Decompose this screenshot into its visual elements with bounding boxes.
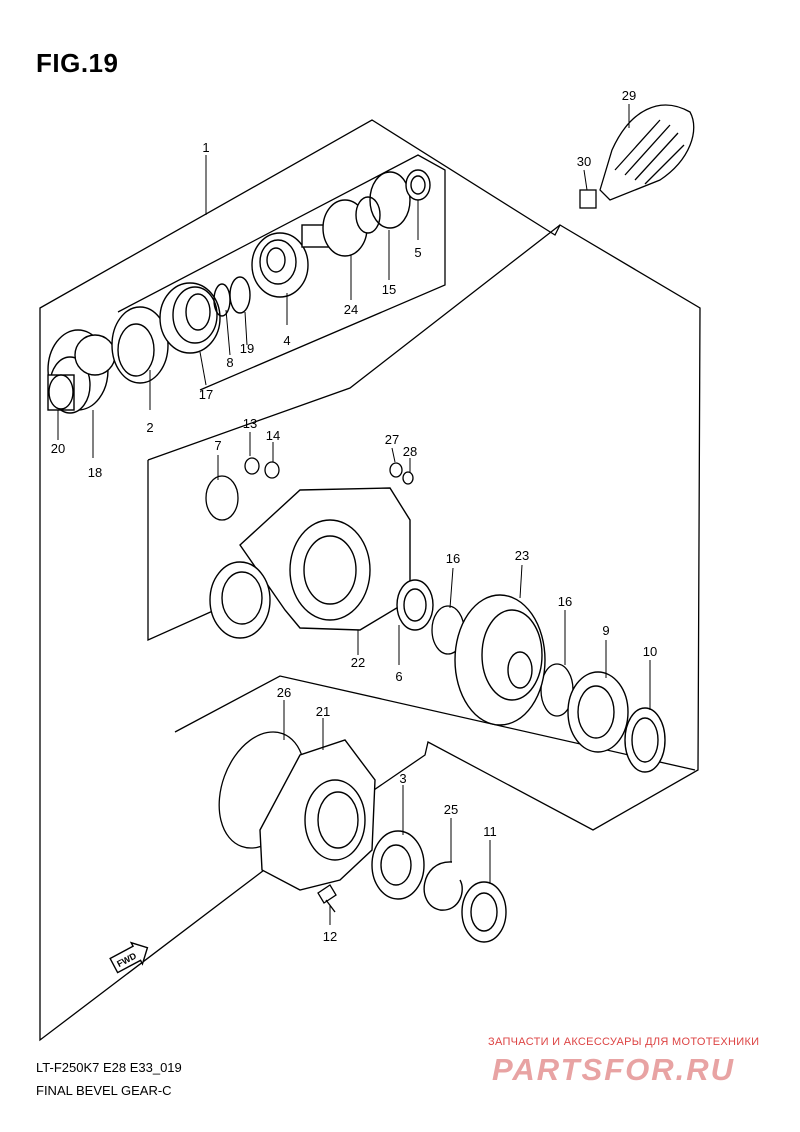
- pinion-group-box: [117, 154, 446, 391]
- bearing-part-6: [396, 579, 434, 631]
- callout-24: 24: [344, 302, 358, 317]
- callout-6: 6: [395, 669, 402, 684]
- model-code: LT-F250K7 E28 E33_019: [36, 1060, 182, 1075]
- gear-group-box: [147, 224, 561, 461]
- callout-20: 20: [51, 441, 65, 456]
- callout-19: 19: [240, 341, 254, 356]
- bearing-part-4: [251, 232, 309, 298]
- watermark-logo: PARTSFOR.RU: [492, 1052, 736, 1087]
- bearing-part-5: [405, 169, 431, 201]
- callout-1: 1: [202, 140, 209, 155]
- callout-21: 21: [316, 704, 330, 719]
- boot-part-29: [599, 104, 695, 201]
- callout-30: 30: [577, 154, 591, 169]
- callout-2: 2: [146, 420, 153, 435]
- callout-22: 22: [351, 655, 365, 670]
- callout-26: 26: [277, 685, 291, 700]
- circlip-part-25: [423, 861, 463, 911]
- callout-7: 7: [214, 438, 221, 453]
- callout-13: 13: [243, 416, 257, 431]
- callout-8: 8: [226, 355, 233, 370]
- fitting-part-30: [579, 189, 597, 209]
- callout-17: 17: [199, 387, 213, 402]
- callout-3: 3: [399, 771, 406, 786]
- callout-27: 27: [385, 432, 399, 447]
- bevel-gear-part-23: [454, 594, 546, 726]
- ring-part-15: [369, 171, 411, 229]
- callout-25: 25: [444, 802, 458, 817]
- figure-title: FIG.19: [36, 48, 119, 78]
- seal-part-10: [624, 707, 666, 773]
- part-group-name: FINAL BEVEL GEAR-C: [36, 1083, 172, 1098]
- flange-part: [47, 329, 116, 414]
- seal-part-11: [461, 881, 507, 943]
- seal-part-2: [111, 306, 169, 384]
- small-rings: [205, 457, 414, 521]
- callout-15: 15: [382, 282, 396, 297]
- callout-18: 18: [88, 465, 102, 480]
- callout-28: 28: [403, 444, 417, 459]
- callout-9: 9: [602, 623, 609, 638]
- callout-29: 29: [622, 88, 636, 103]
- leader-lines: [57, 104, 651, 925]
- bearing-part-9: [567, 671, 629, 753]
- bearing-part-3: [371, 830, 425, 900]
- callout-16-lower: 16: [558, 594, 572, 609]
- callout-14: 14: [266, 428, 280, 443]
- cover-part-21: [259, 739, 376, 891]
- callout-12: 12: [323, 929, 337, 944]
- watermark-tagline: ЗАПЧАСТИ И АКСЕССУАРЫ ДЛЯ МОТОТЕХНИКИ: [488, 1036, 760, 1048]
- fwd-arrow-icon: FWD: [109, 941, 149, 974]
- cover-group-box: [174, 675, 696, 771]
- pinion-part-24: [301, 196, 381, 257]
- callout-10: 10: [643, 644, 657, 659]
- case-part-22: [209, 487, 411, 639]
- callout-23: 23: [515, 548, 529, 563]
- bolt-part-12: [317, 884, 337, 913]
- ring-parts: [213, 276, 251, 317]
- callout-5: 5: [414, 245, 421, 260]
- callout-16-upper: 16: [446, 551, 460, 566]
- callout-11: 11: [483, 824, 497, 839]
- callout-4: 4: [283, 333, 290, 348]
- bearing-part-17: [159, 282, 221, 354]
